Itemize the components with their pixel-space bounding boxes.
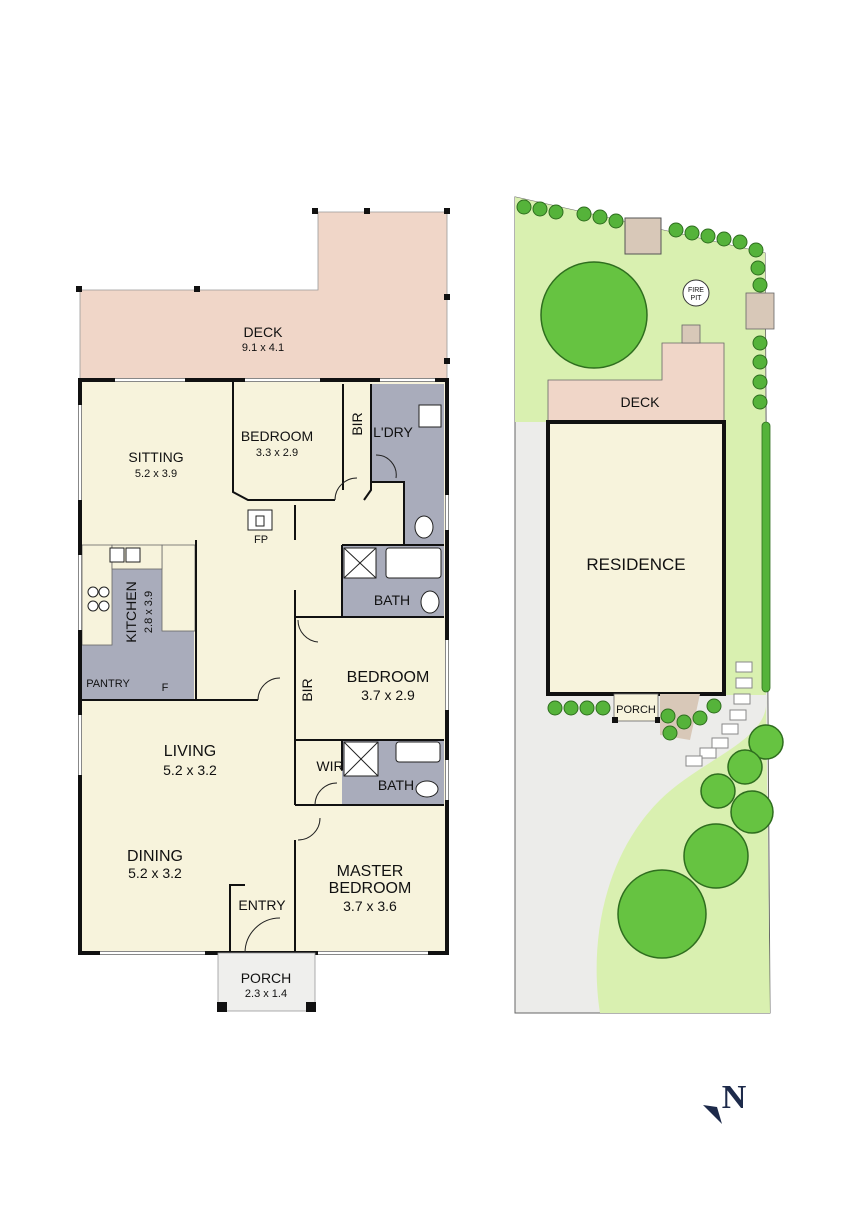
sitting-label: SITTING (128, 449, 183, 465)
tree-6 (683, 823, 749, 889)
site-porch-label: PORCH (616, 704, 656, 716)
porch-area (217, 952, 316, 1012)
porch-label: PORCH (241, 970, 292, 986)
site-porch (613, 693, 659, 722)
tree-2 (748, 724, 784, 760)
deck-dim: 9.1 x 4.1 (242, 342, 284, 354)
kitchen-bench (161, 544, 196, 632)
dining-label: DINING (127, 848, 183, 865)
bir2-label: BIR (299, 678, 315, 701)
site-plan: DECK RESIDENCE PORCH FIRE PIT (514, 196, 784, 1014)
kitchen-dim: 2.8 x 3.9 (143, 591, 155, 633)
bedroom2-label: BEDROOM (347, 669, 430, 686)
fireplace-label: FP (254, 534, 268, 546)
tree-1 (540, 261, 648, 369)
master-label-1: MASTER (337, 863, 404, 880)
sitting-dim: 5.2 x 3.9 (135, 468, 177, 480)
bedroom1-dim: 3.3 x 2.9 (256, 447, 298, 459)
master-label-2: BEDROOM (329, 880, 412, 897)
pantry-label: PANTRY (86, 678, 130, 690)
bath2-label: BATH (378, 777, 414, 793)
side-hedge (761, 421, 771, 693)
bath-fixtures (87, 404, 442, 798)
porch-dim: 2.3 x 1.4 (245, 988, 287, 1000)
wir-label: WIR (316, 758, 343, 774)
kitchen-label: KITCHEN (123, 581, 139, 642)
site-deck-label: DECK (621, 394, 661, 410)
deck-label: DECK (244, 324, 284, 340)
tree-3 (727, 749, 763, 785)
bir1-label: BIR (349, 412, 365, 435)
internal-walls (80, 380, 444, 953)
floor-plan: DECK 9.1 x 4.1 SITTING 5.2 x 3.9 BEDROOM… (76, 208, 450, 1012)
fire-pit-label-1: FIRE (688, 287, 704, 294)
windows (78, 378, 449, 955)
residence-block (546, 420, 726, 696)
fridge-label: F (162, 682, 169, 694)
north-compass-icon: N (703, 1079, 747, 1124)
garden-shed (745, 292, 775, 330)
tree-7 (617, 869, 707, 959)
door-swings (244, 454, 397, 954)
deck-posts (76, 208, 450, 364)
master-dim: 3.7 x 3.6 (343, 898, 397, 914)
entry-label: ENTRY (238, 897, 286, 913)
planter-box (624, 217, 662, 255)
trees (540, 261, 784, 959)
fire-pit-label-2: PIT (691, 295, 703, 302)
bedroom2-dim: 3.7 x 2.9 (361, 687, 415, 703)
stepping-stones (685, 661, 753, 767)
tree-4 (700, 773, 736, 809)
living-dim: 5.2 x 3.2 (163, 762, 217, 778)
deck-area (79, 211, 448, 381)
laundry-label: L'DRY (373, 424, 413, 440)
hedge-shrubs (516, 199, 768, 741)
fire-pit-icon (682, 279, 710, 307)
compass-letter: N (722, 1079, 747, 1116)
living-label: LIVING (164, 743, 216, 760)
bath1-label: BATH (374, 592, 410, 608)
tree-5 (730, 790, 774, 834)
bedroom1-label: BEDROOM (241, 428, 313, 444)
residence-label: RESIDENCE (586, 555, 685, 574)
dining-dim: 5.2 x 3.2 (128, 865, 182, 881)
